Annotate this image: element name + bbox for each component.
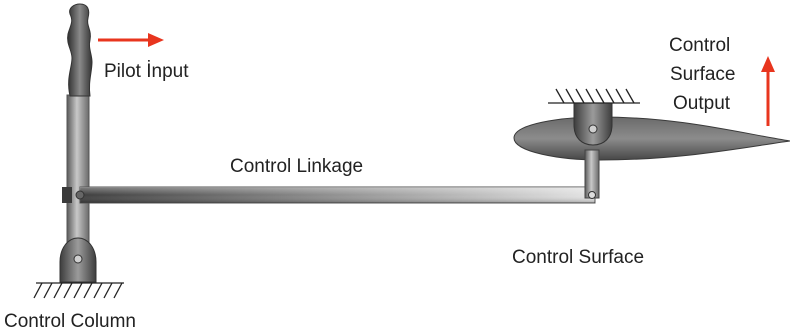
output-label-line-2: Surface	[670, 64, 735, 85]
column-pivot-mount	[59, 237, 97, 283]
control-linkage-label: Control Linkage	[230, 156, 363, 177]
control-column-label: Control Column	[4, 311, 136, 332]
control-surface-airfoil	[513, 116, 790, 199]
control-linkage-rod	[75, 186, 596, 204]
control-column-grip	[67, 3, 93, 97]
control-column-shaft	[66, 94, 90, 246]
ground-hatch-icon	[548, 88, 640, 104]
arrow-right-icon	[98, 33, 164, 47]
ground-hatch-icon	[33, 282, 124, 299]
output-label-line-1: Control	[669, 35, 730, 56]
control-surface-label: Control Surface	[512, 247, 644, 268]
control-column-clamp	[62, 187, 72, 203]
control-column	[62, 3, 93, 246]
output-label-line-3: Output	[673, 93, 731, 114]
pilot-input-label: Pilot İnput	[104, 61, 189, 82]
linkage-pivot-left	[75, 190, 85, 200]
surface-hinge-mount	[573, 102, 613, 146]
arrow-up-icon	[761, 56, 775, 126]
control-horn	[584, 149, 600, 199]
